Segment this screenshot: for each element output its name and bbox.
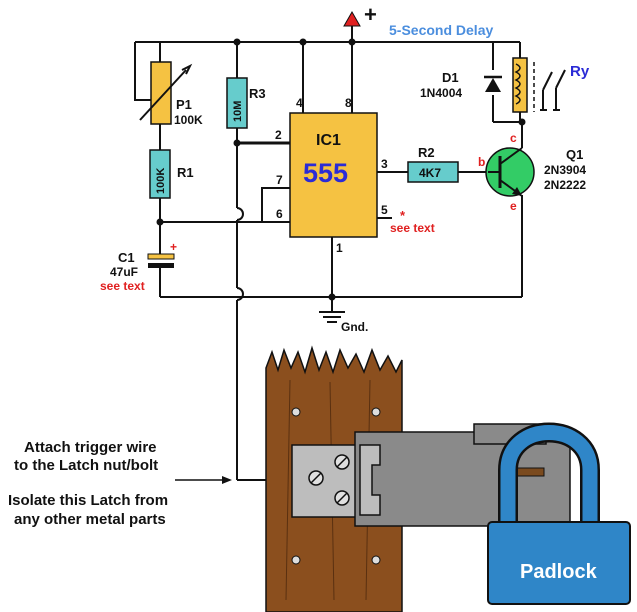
p1-value: 100K [174,113,203,127]
ic1-pin-4: 4 [296,96,303,110]
ic1-pin-3: 3 [381,157,388,171]
ground-label: Gnd. [341,320,368,334]
r1-value: 100K [155,168,167,194]
ic1-pin-1: 1 [336,241,343,255]
c1-value: 47uF [110,265,138,279]
q1-part-1: 2N3904 [544,163,586,177]
r2-name: R2 [418,145,435,160]
padlock: Padlock [487,422,631,605]
ic1-part-number: 555 [303,158,348,188]
diode-d1: D1 1N4004 [420,70,502,100]
ic1-pin-5: 5 [381,203,388,217]
supply-symbol: + [343,2,377,42]
diagram-title: 5-Second Delay [389,22,493,38]
instruction-line-2: to the Latch nut/bolt [14,457,158,474]
ic1-pin-2: 2 [275,128,282,142]
q1-pin-b: b [478,155,485,169]
r1-name: R1 [177,165,194,180]
capacitor-c1: + C1 47uF see text [100,240,177,293]
p1-name: P1 [176,97,192,112]
c1-note: see text [100,279,145,293]
ic1-pin-7: 7 [276,173,283,187]
latch-hasp [291,423,571,527]
resistor-r3: 10M R3 [226,77,266,129]
instructions: Attach trigger wire to the Latch nut/bol… [8,439,232,528]
resistor-r1: 100K R1 [149,149,194,199]
q1-pin-c: c [510,131,517,145]
r2-value: 4K7 [419,166,441,180]
q1-pin-e: e [510,199,517,213]
instruction-line-3: Isolate this Latch from [8,492,168,509]
transistor-q1: c b e Q1 2N3904 2N2222 [478,131,586,213]
relay-name: Ry [570,63,590,80]
ic1-555-timer: IC1 555 4 8 2 7 6 3 5 1 [275,96,388,255]
r3-value: 10M [232,101,244,122]
c1-name: C1 [118,250,135,265]
pin5-note-text: see text [390,221,435,235]
ic1-designator: IC1 [316,132,341,149]
ic1-pin-6: 6 [276,207,283,221]
supply-plus-label: + [364,2,377,27]
d1-part: 1N4004 [420,86,462,100]
c1-polarity: + [170,240,177,254]
relay-ry: Ry [512,57,590,113]
d1-name: D1 [442,70,459,85]
instruction-line-1: Attach trigger wire [24,439,157,456]
potentiometer-p1: P1 100K [139,61,203,127]
q1-part-2: 2N2222 [544,178,586,192]
instruction-line-4: any other metal parts [14,511,166,528]
ic1-pin-8: 8 [345,96,352,110]
r3-name: R3 [249,86,266,101]
padlock-label: Padlock [520,561,598,583]
pin5-note-star: * [400,208,406,223]
ground-symbol: Gnd. [319,311,368,334]
resistor-r2: 4K7 R2 [407,145,459,183]
q1-name: Q1 [566,147,583,162]
